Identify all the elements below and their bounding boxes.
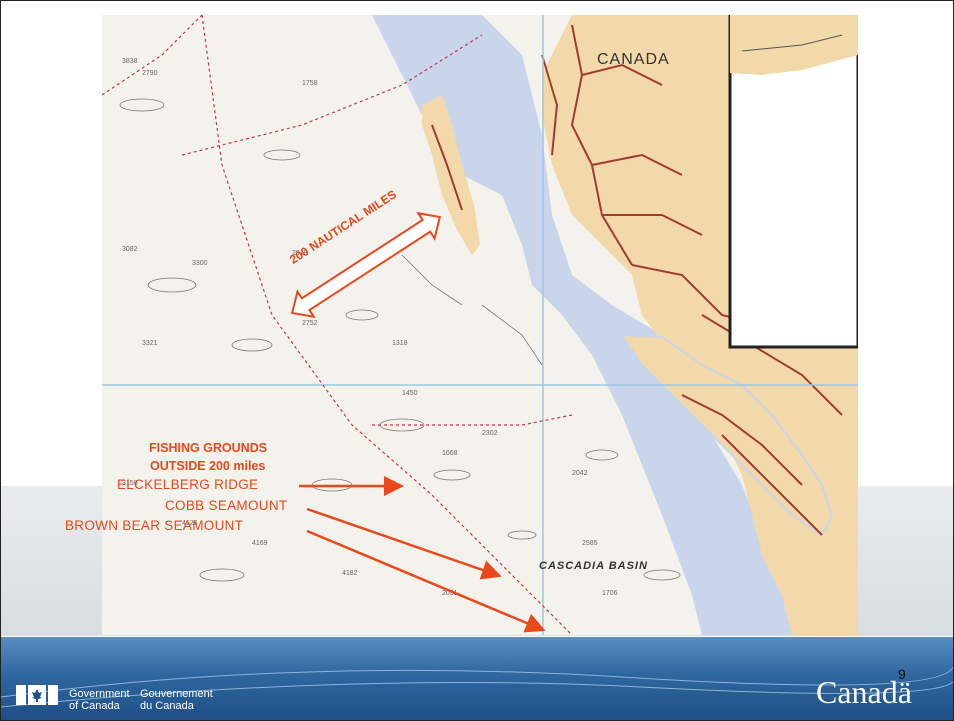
- svg-text:1758: 1758: [302, 80, 318, 87]
- svg-text:2302: 2302: [482, 430, 498, 437]
- canada-label: CANADA: [597, 51, 670, 68]
- brown-bear-pointer-arrow: [306, 529, 546, 633]
- svg-text:2042: 2042: [572, 470, 588, 477]
- svg-text:2051: 2051: [442, 590, 458, 597]
- gov-en-line1: Government: [69, 688, 130, 700]
- brown-bear-seamount-label: BROWN BEAR SEAMOUNT: [65, 518, 244, 533]
- svg-text:2790: 2790: [142, 70, 158, 77]
- svg-text:3082: 3082: [122, 246, 138, 253]
- canada-flag-icon: [16, 685, 58, 705]
- svg-text:1318: 1318: [392, 340, 408, 347]
- canada-wordmark: Canadä: [816, 674, 912, 710]
- svg-text:1706: 1706: [602, 590, 618, 597]
- gov-fr-line2: du Canada: [140, 700, 194, 712]
- svg-text:4126: 4126: [182, 520, 198, 527]
- gov-en-line2: of Canada: [69, 700, 120, 712]
- fishing-grounds-subtitle: OUTSIDE 200 miles: [150, 459, 266, 473]
- svg-text:3838: 3838: [122, 58, 138, 65]
- cascadia-basin-label: CASCADIA BASIN: [539, 560, 648, 572]
- svg-text:2585: 2585: [582, 540, 598, 547]
- page-number: 9: [898, 666, 906, 682]
- svg-text:1668: 1668: [442, 450, 458, 457]
- svg-text:3150: 3150: [122, 480, 138, 487]
- nautical-chart: 3838 2790 1758 3082 3300 3321 2918 2752 1318 3…: [102, 15, 858, 635]
- fishing-grounds-title: FISHING GROUNDS: [149, 441, 268, 455]
- svg-text:4169: 4169: [252, 540, 268, 547]
- footer-swoosh: [1, 666, 953, 708]
- svg-text:4182: 4182: [342, 570, 358, 577]
- gov-fr-line1: Gouvernement: [140, 688, 213, 700]
- elckelberg-ridge-label: ELCKELBERG RIDGE: [117, 477, 259, 492]
- distance-arrow: [290, 211, 442, 319]
- svg-text:3300: 3300: [192, 260, 208, 267]
- svg-text:2752: 2752: [302, 320, 318, 327]
- chart-graphics: 3838 2790 1758 3082 3300 3321 2918 2752 1318 3…: [102, 15, 858, 635]
- footer-bar: Government of Canada Gouvernement du Can…: [1, 637, 953, 720]
- cobb-pointer-arrow: [306, 507, 502, 580]
- svg-text:1450: 1450: [402, 390, 418, 397]
- cobb-seamount-label: COBB SEAMOUNT: [165, 498, 288, 513]
- svg-text:3321: 3321: [142, 340, 158, 347]
- svg-text:2918: 2918: [292, 250, 308, 257]
